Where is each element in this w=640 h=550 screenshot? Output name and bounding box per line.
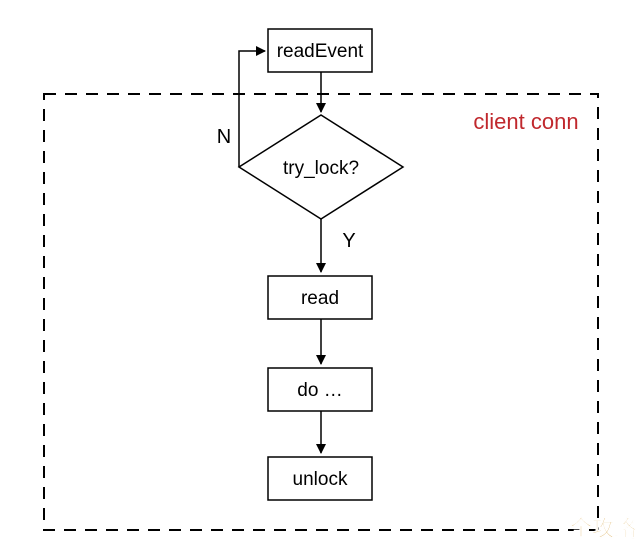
- node-try-lock-label: try_lock?: [283, 158, 359, 179]
- node-read-event: readEvent: [267, 28, 373, 73]
- node-read-label: read: [301, 288, 339, 309]
- edge-try-lock-no-to-read-event: [238, 46, 266, 167]
- watermark-logo: 全攻略: [569, 516, 637, 541]
- client-conn-group-label: client conn: [473, 109, 578, 134]
- node-try-lock-decision: try_lock?: [237, 114, 405, 220]
- node-unlock: unlock: [267, 456, 373, 501]
- edge-label-yes: Y: [342, 230, 355, 252]
- node-do: do …: [267, 367, 373, 412]
- node-read: read: [267, 275, 373, 320]
- node-unlock-label: unlock: [293, 469, 348, 490]
- edge-label-no: N: [217, 126, 231, 148]
- node-read-event-label: readEvent: [277, 41, 364, 62]
- node-do-label: do …: [297, 380, 342, 401]
